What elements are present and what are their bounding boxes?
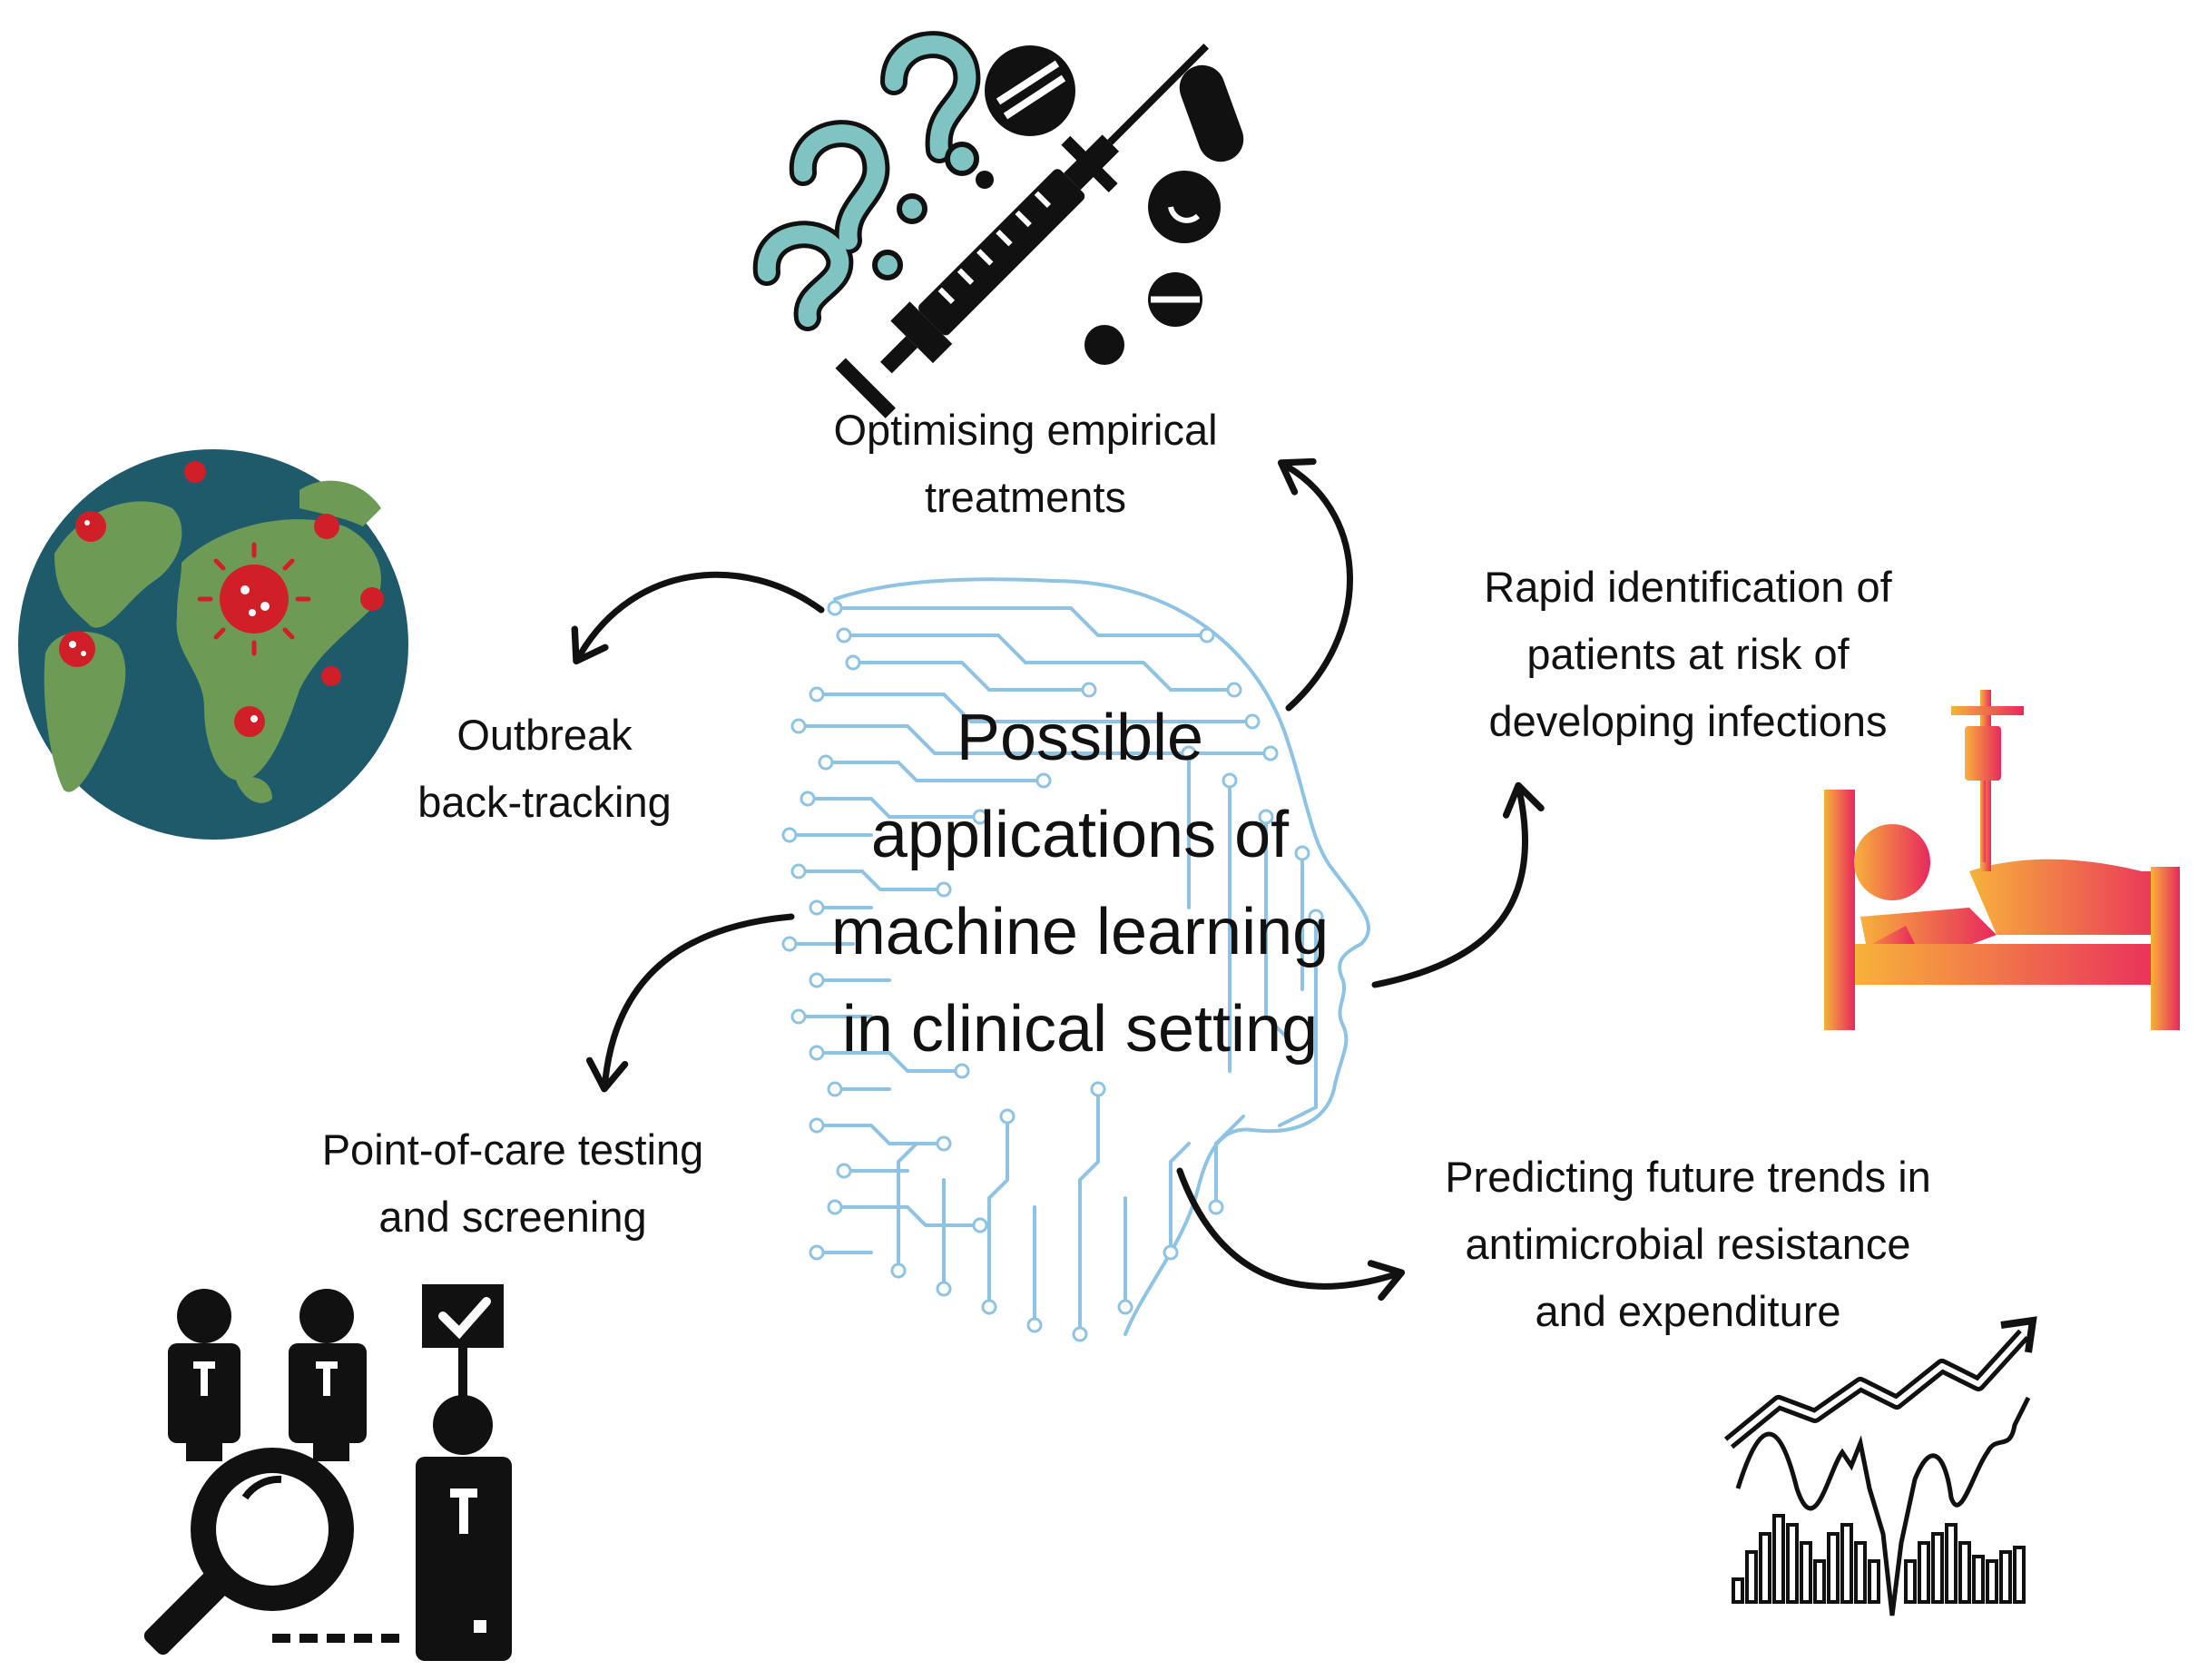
center-title-line: machine learning — [830, 896, 1330, 968]
label-predicting: Predicting future trends in antimicrobia… — [1388, 1144, 1987, 1345]
label-line: developing infections — [1488, 697, 1888, 745]
label-line: back-tracking — [417, 778, 672, 826]
label-line: Rapid identification of — [1484, 563, 1892, 611]
arrow-to-rapid-identification — [1371, 781, 1545, 988]
arrow-to-point-of-care — [585, 913, 795, 1093]
label-line: treatments — [924, 473, 1127, 521]
label-line: and expenditure — [1535, 1287, 1841, 1335]
arrow-to-outbreak — [571, 571, 825, 665]
people-screening-magnifier-icon — [143, 1284, 512, 1661]
label-point-of-care: Point-of-care testing and screening — [277, 1116, 749, 1251]
hospital-bed-patient-icon — [1824, 690, 2180, 1030]
center-title: Possible applications of machine learnin… — [762, 690, 1398, 1078]
label-outbreak: Outbreak back-tracking — [390, 702, 699, 836]
label-line: patients at risk of — [1526, 630, 1850, 678]
question-marks-pills-syringe-icon — [752, 31, 1244, 418]
label-line: and screening — [378, 1193, 647, 1241]
globe-virus-icon — [18, 449, 408, 840]
center-title-line: applications of — [870, 799, 1290, 871]
label-rapid-identification: Rapid identification of patients at risk… — [1429, 554, 1947, 755]
arrow-to-predicting — [1176, 1167, 1406, 1302]
label-line: Predicting future trends in — [1445, 1153, 1931, 1201]
center-title-line: Possible — [956, 702, 1204, 774]
label-line: Optimising empirical — [833, 406, 1218, 454]
connector-arrows — [571, 457, 1545, 1302]
center-title-line: in clinical setting — [841, 993, 1319, 1066]
label-line: antimicrobial resistance — [1465, 1220, 1911, 1268]
label-line: Outbreak — [456, 711, 633, 759]
circuit-head-icon — [781, 577, 1371, 1342]
label-treatments: Optimising empirical treatments — [799, 397, 1252, 531]
arrow-to-treatments — [1277, 457, 1353, 712]
label-line: Point-of-care testing — [321, 1125, 704, 1174]
trend-chart-icon — [1723, 1316, 2037, 1616]
